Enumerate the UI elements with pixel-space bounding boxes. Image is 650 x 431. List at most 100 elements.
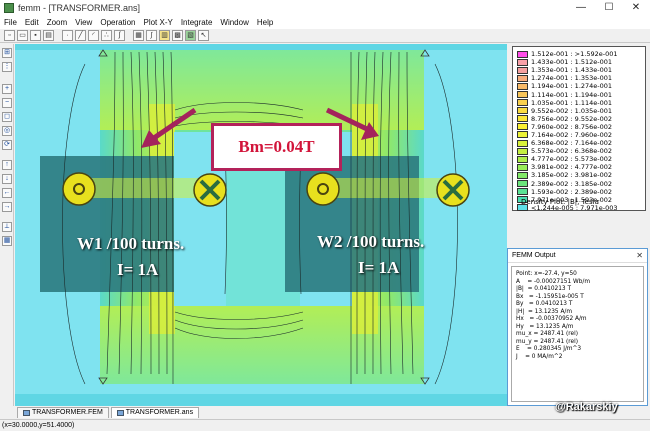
menu-zoom[interactable]: Zoom xyxy=(46,18,68,27)
field-plot xyxy=(15,44,507,406)
output-title-bar[interactable]: FEMM Output ✕ xyxy=(508,249,647,263)
legend-row: 8.756e-002 : 9.552e-002 xyxy=(517,115,641,123)
print-icon[interactable]: ▤ xyxy=(43,30,54,41)
zoom-out-icon[interactable]: − xyxy=(2,98,12,108)
zoom-window-icon[interactable]: ◻ xyxy=(2,112,12,122)
left-toolbar: ⊞ ⋮ + − ◻ ◎ ⟳ ↑ ↓ ← → ⟂ ▦ xyxy=(0,44,14,406)
group-icon[interactable]: ∴ xyxy=(101,30,112,41)
show-mesh-icon[interactable]: ⋮ xyxy=(2,62,12,72)
segment-icon[interactable]: ╱ xyxy=(75,30,86,41)
watermark: @Rakarskiy xyxy=(555,401,618,413)
tab-transformer-fem[interactable]: TRANSFORMER.FEM xyxy=(17,407,109,418)
output-line: mu_x = 2487.41 (rel) xyxy=(516,331,578,337)
menu-bar: File Edit Zoom View Operation Plot X-Y I… xyxy=(0,16,650,29)
select-icon[interactable]: ↖ xyxy=(198,30,209,41)
legend-swatch xyxy=(517,188,528,196)
legend-label: 1.353e-001 : 1.433e-001 xyxy=(531,66,613,75)
menu-operation[interactable]: Operation xyxy=(100,18,136,27)
w2-turns-label: W2 /100 turns. xyxy=(317,232,425,251)
output-line: |B| = 0.0410213 T xyxy=(516,286,571,292)
legend-label: 1.194e-001 : 1.274e-001 xyxy=(531,82,613,91)
legend-row: 1.593e-002 : 2.389e-002 xyxy=(517,188,641,196)
zoom-natural-icon[interactable]: ◎ xyxy=(2,126,12,136)
contour-icon[interactable]: ʃ xyxy=(114,30,125,41)
flux-lines xyxy=(62,51,458,385)
output-line: |H| = 13.1235 A/m xyxy=(516,308,573,315)
legend-label: 7.971e-003 : 1.593e-002 xyxy=(531,195,613,204)
femm-output-window[interactable]: FEMM Output ✕ Point: x=-27.4, y=50 A = -… xyxy=(507,248,648,406)
output-line: E = 0.280345 J/m^3 xyxy=(516,346,582,352)
integrate-icon[interactable]: ∫ xyxy=(146,30,157,41)
snap-grid-icon[interactable]: ⊞ xyxy=(2,48,12,58)
legend-label: 6.368e-002 : 7.164e-002 xyxy=(531,139,613,148)
legend-label: 1.035e-001 : 1.114e-001 xyxy=(531,98,613,107)
w1-current-in-icon xyxy=(193,173,227,207)
grid-size-icon[interactable]: ▦ xyxy=(2,236,12,246)
menu-file[interactable]: File xyxy=(4,18,17,27)
menu-view[interactable]: View xyxy=(75,18,93,27)
boundary-markers xyxy=(98,49,430,385)
w2-current-out-icon xyxy=(306,172,340,206)
maximize-button[interactable]: ☐ xyxy=(604,2,614,13)
legend-label: 3.981e-002 : 4.777e-002 xyxy=(531,163,613,172)
w1-current-label: I= 1A xyxy=(117,260,159,279)
output-line: A = -0.00027151 Wb/m xyxy=(516,278,591,285)
legend-swatch xyxy=(517,204,528,212)
legend-label: 1.433e-001 : 1.512e-001 xyxy=(531,58,613,67)
mesh-icon[interactable]: ▧ xyxy=(185,30,196,41)
output-line: Hy = 13.1235 A/m xyxy=(516,323,574,330)
legend-swatch xyxy=(517,196,528,204)
minimize-button[interactable]: — xyxy=(576,2,586,13)
ans-file-icon xyxy=(116,410,124,416)
legend-swatch xyxy=(517,99,528,107)
legend-row: 1.114e-001 : 1.194e-001 xyxy=(517,90,641,99)
legend-row: 3.981e-002 : 4.777e-002 xyxy=(517,163,641,171)
legend-swatch xyxy=(517,50,528,58)
legend-label: 8.756e-002 : 9.552e-002 xyxy=(531,114,613,123)
pan-left-icon[interactable]: ← xyxy=(2,188,12,198)
menu-integrate[interactable]: Integrate xyxy=(180,18,213,27)
new-icon[interactable]: ▫ xyxy=(4,30,15,41)
legend-swatch xyxy=(517,147,528,155)
zoom-refresh-icon[interactable]: ⟳ xyxy=(2,140,12,150)
vector-icon[interactable]: ▩ xyxy=(172,30,183,41)
menu-edit[interactable]: Edit xyxy=(24,18,39,27)
legend-row: 4.777e-002 : 5.573e-002 xyxy=(517,155,641,163)
zoom-in-icon[interactable]: + xyxy=(2,84,12,94)
arc-icon[interactable]: ◜ xyxy=(88,30,99,41)
point-icon[interactable]: · xyxy=(62,30,73,41)
tab-transformer-ans[interactable]: TRANSFORMER.ans xyxy=(110,407,200,418)
flux-density-annotation: Bm=0.04T xyxy=(211,123,342,171)
w2-current-in-icon xyxy=(436,173,470,207)
open-icon[interactable]: ▭ xyxy=(17,30,28,41)
output-close-button[interactable]: ✕ xyxy=(636,251,643,260)
postprocessor-canvas[interactable]: Bm=0.04T W1 /100 turns. I= 1A W2 /100 tu… xyxy=(15,44,507,406)
legend-swatch xyxy=(517,107,528,115)
measure-icon[interactable]: ⟂ xyxy=(2,222,12,232)
output-line: mu_y = 2487.41 (rel) xyxy=(516,338,578,345)
window-title: femm - [TRANSFORMER.ans] xyxy=(18,3,141,13)
plot-icon[interactable]: ▦ xyxy=(133,30,144,41)
legend-row: 7.971e-003 : 1.593e-002 xyxy=(517,196,641,204)
legend-swatch xyxy=(517,66,528,74)
legend-swatch xyxy=(517,171,528,179)
output-line: Bx = -1.15951e-005 T xyxy=(516,293,584,300)
legend-swatch xyxy=(517,123,528,131)
legend-row: 9.552e-002 : 1.035e-001 xyxy=(517,107,641,115)
save-icon[interactable]: ▪ xyxy=(30,30,41,41)
pan-down-icon[interactable]: ↓ xyxy=(2,174,12,184)
pan-up-icon[interactable]: ↑ xyxy=(2,160,12,170)
menu-plot-xy[interactable]: Plot X-Y xyxy=(143,18,173,27)
legend-row: <1.244e-005 : 7.971e-003 xyxy=(517,204,641,212)
density-icon[interactable]: ▥ xyxy=(159,30,170,41)
legend-row: 1.353e-001 : 1.433e-001 xyxy=(517,66,641,74)
menu-help[interactable]: Help xyxy=(256,18,274,27)
legend-row: 1.194e-001 : 1.274e-001 xyxy=(517,82,641,90)
output-text-area[interactable]: Point: x=-27.4, y=50 A = -0.00027151 Wb/… xyxy=(511,266,644,402)
close-button[interactable]: ✕ xyxy=(631,2,641,13)
legend-row: 5.573e-002 : 6.368e-002 xyxy=(517,147,641,155)
menu-window[interactable]: Window xyxy=(220,18,249,27)
pan-right-icon[interactable]: → xyxy=(2,202,12,212)
